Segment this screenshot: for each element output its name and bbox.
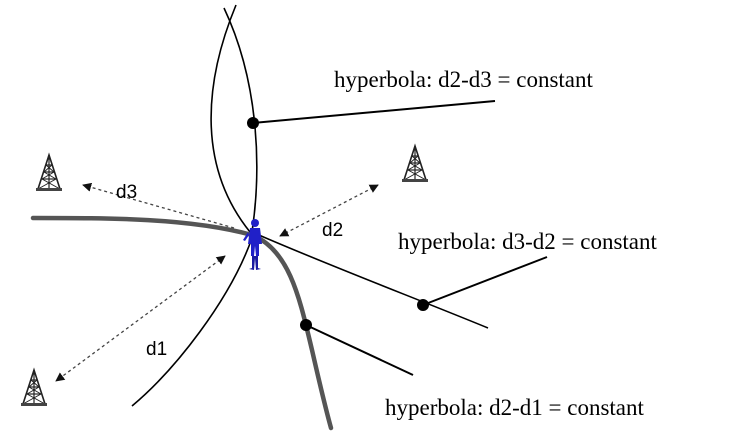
hyperbola-d2-d3-branch-left: [210, 4, 251, 233]
person-icon: [243, 219, 262, 270]
hyperbola-d3-d2-branch-upper: [251, 231, 489, 329]
hyperbola-d3-d2-curves: [131, 231, 489, 407]
cell-tower-icon: [401, 145, 429, 183]
label-distance-d3: d3: [116, 182, 137, 203]
label-distance-d1: d1: [146, 339, 167, 360]
distance-arrow-d2: [279, 184, 379, 237]
leader-line-d3-d2: [417, 256, 548, 311]
label-distance-d2: d2: [322, 220, 343, 241]
leader-line-d2-d1: [300, 319, 414, 376]
distance-arrow-d1: [55, 255, 226, 382]
label-hyperbola-d2-d1: hyperbola: d2-d1 = constant: [385, 395, 644, 420]
cell-tower-icon: [20, 369, 48, 407]
label-hyperbola-d2-d3: hyperbola: d2-d3 = constant: [334, 67, 593, 92]
leader-line-d2-d3: [247, 100, 496, 129]
hyperbola-d3-d2-branch-lower: [131, 237, 253, 407]
hyperbola-d2-d1-curve: [30, 215, 334, 431]
label-hyperbola-d3-d2: hyperbola: d3-d2 = constant: [398, 229, 657, 254]
cell-tower-icon: [35, 154, 63, 192]
distance-arrow-d3: [82, 182, 235, 229]
